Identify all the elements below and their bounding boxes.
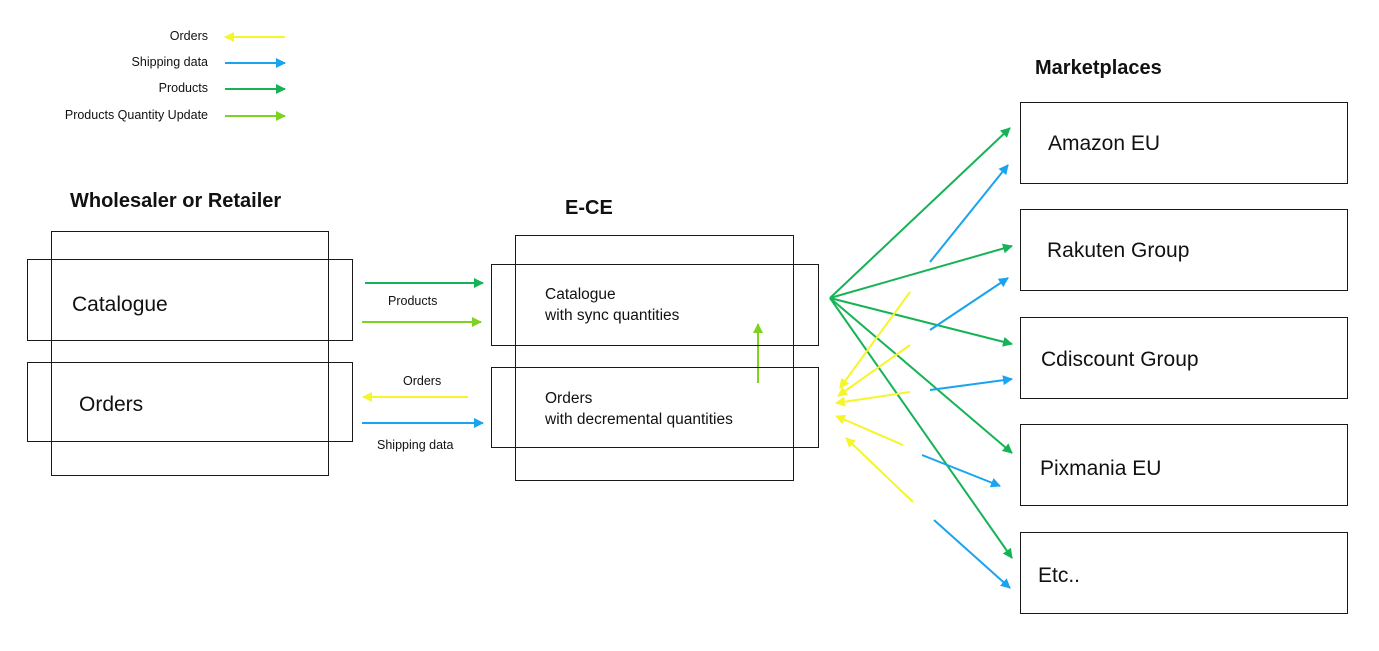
marketplace-label-cdiscount: Cdiscount Group: [1041, 348, 1199, 371]
orders-arrows: [835, 291, 914, 503]
ece-title: E-CE: [565, 197, 613, 219]
ece-outer-box: [515, 235, 794, 481]
shipping-arrows: [921, 164, 1013, 589]
wholesaler-title: Wholesaler or Retailer: [70, 190, 282, 212]
marketplace-label-etc: Etc..: [1038, 564, 1081, 587]
marketplaces-title: Marketplaces: [1035, 57, 1162, 79]
legend-label-shipping: Shipping data: [131, 55, 208, 69]
wholesaler-orders-label: Orders: [79, 393, 144, 416]
ece-catalogue-text: Catalogue with sync quantities: [545, 284, 679, 326]
marketplace-box-amazon: [1020, 102, 1348, 184]
products-link-label: Products: [388, 294, 438, 308]
legend-arrows: [224, 32, 286, 121]
legend-label-products: Products: [158, 81, 208, 95]
marketplace-label-rakuten: Rakuten Group: [1047, 239, 1190, 262]
marketplace-label-amazon: Amazon EU: [1048, 132, 1161, 155]
marketplace-label-pixmania: Pixmania EU: [1040, 457, 1162, 480]
marketplace-box-rakuten: [1020, 209, 1348, 291]
wholesaler-catalogue-box: [27, 259, 353, 341]
wholesaler-orders-box: [27, 362, 353, 442]
legend-label-quantity-update: Products Quantity Update: [64, 108, 208, 122]
ece-catalogue-line1: Catalogue: [545, 286, 616, 303]
ece-orders-text: Orders with decremental quantities: [545, 388, 733, 430]
ece-catalogue-line2: with sync quantities: [545, 307, 680, 324]
link-arrows: [362, 278, 763, 428]
marketplace-box-etc: [1020, 532, 1348, 614]
shipping-link-label: Shipping data: [377, 438, 454, 452]
marketplace-box-pixmania: [1020, 424, 1348, 506]
legend-label-orders: Orders: [169, 29, 208, 43]
ece-orders-line1: Orders: [545, 390, 593, 407]
products-fan: [829, 127, 1013, 559]
orders-link-label: Orders: [403, 374, 442, 388]
ece-catalogue-box: [491, 264, 819, 346]
wholesaler-catalogue-label: Catalogue: [72, 293, 168, 316]
ece-orders-line2: with decremental quantities: [545, 411, 733, 428]
marketplace-box-cdiscount: [1020, 317, 1348, 399]
ece-orders-box: [491, 367, 819, 448]
wholesaler-outer-box: [51, 231, 329, 476]
